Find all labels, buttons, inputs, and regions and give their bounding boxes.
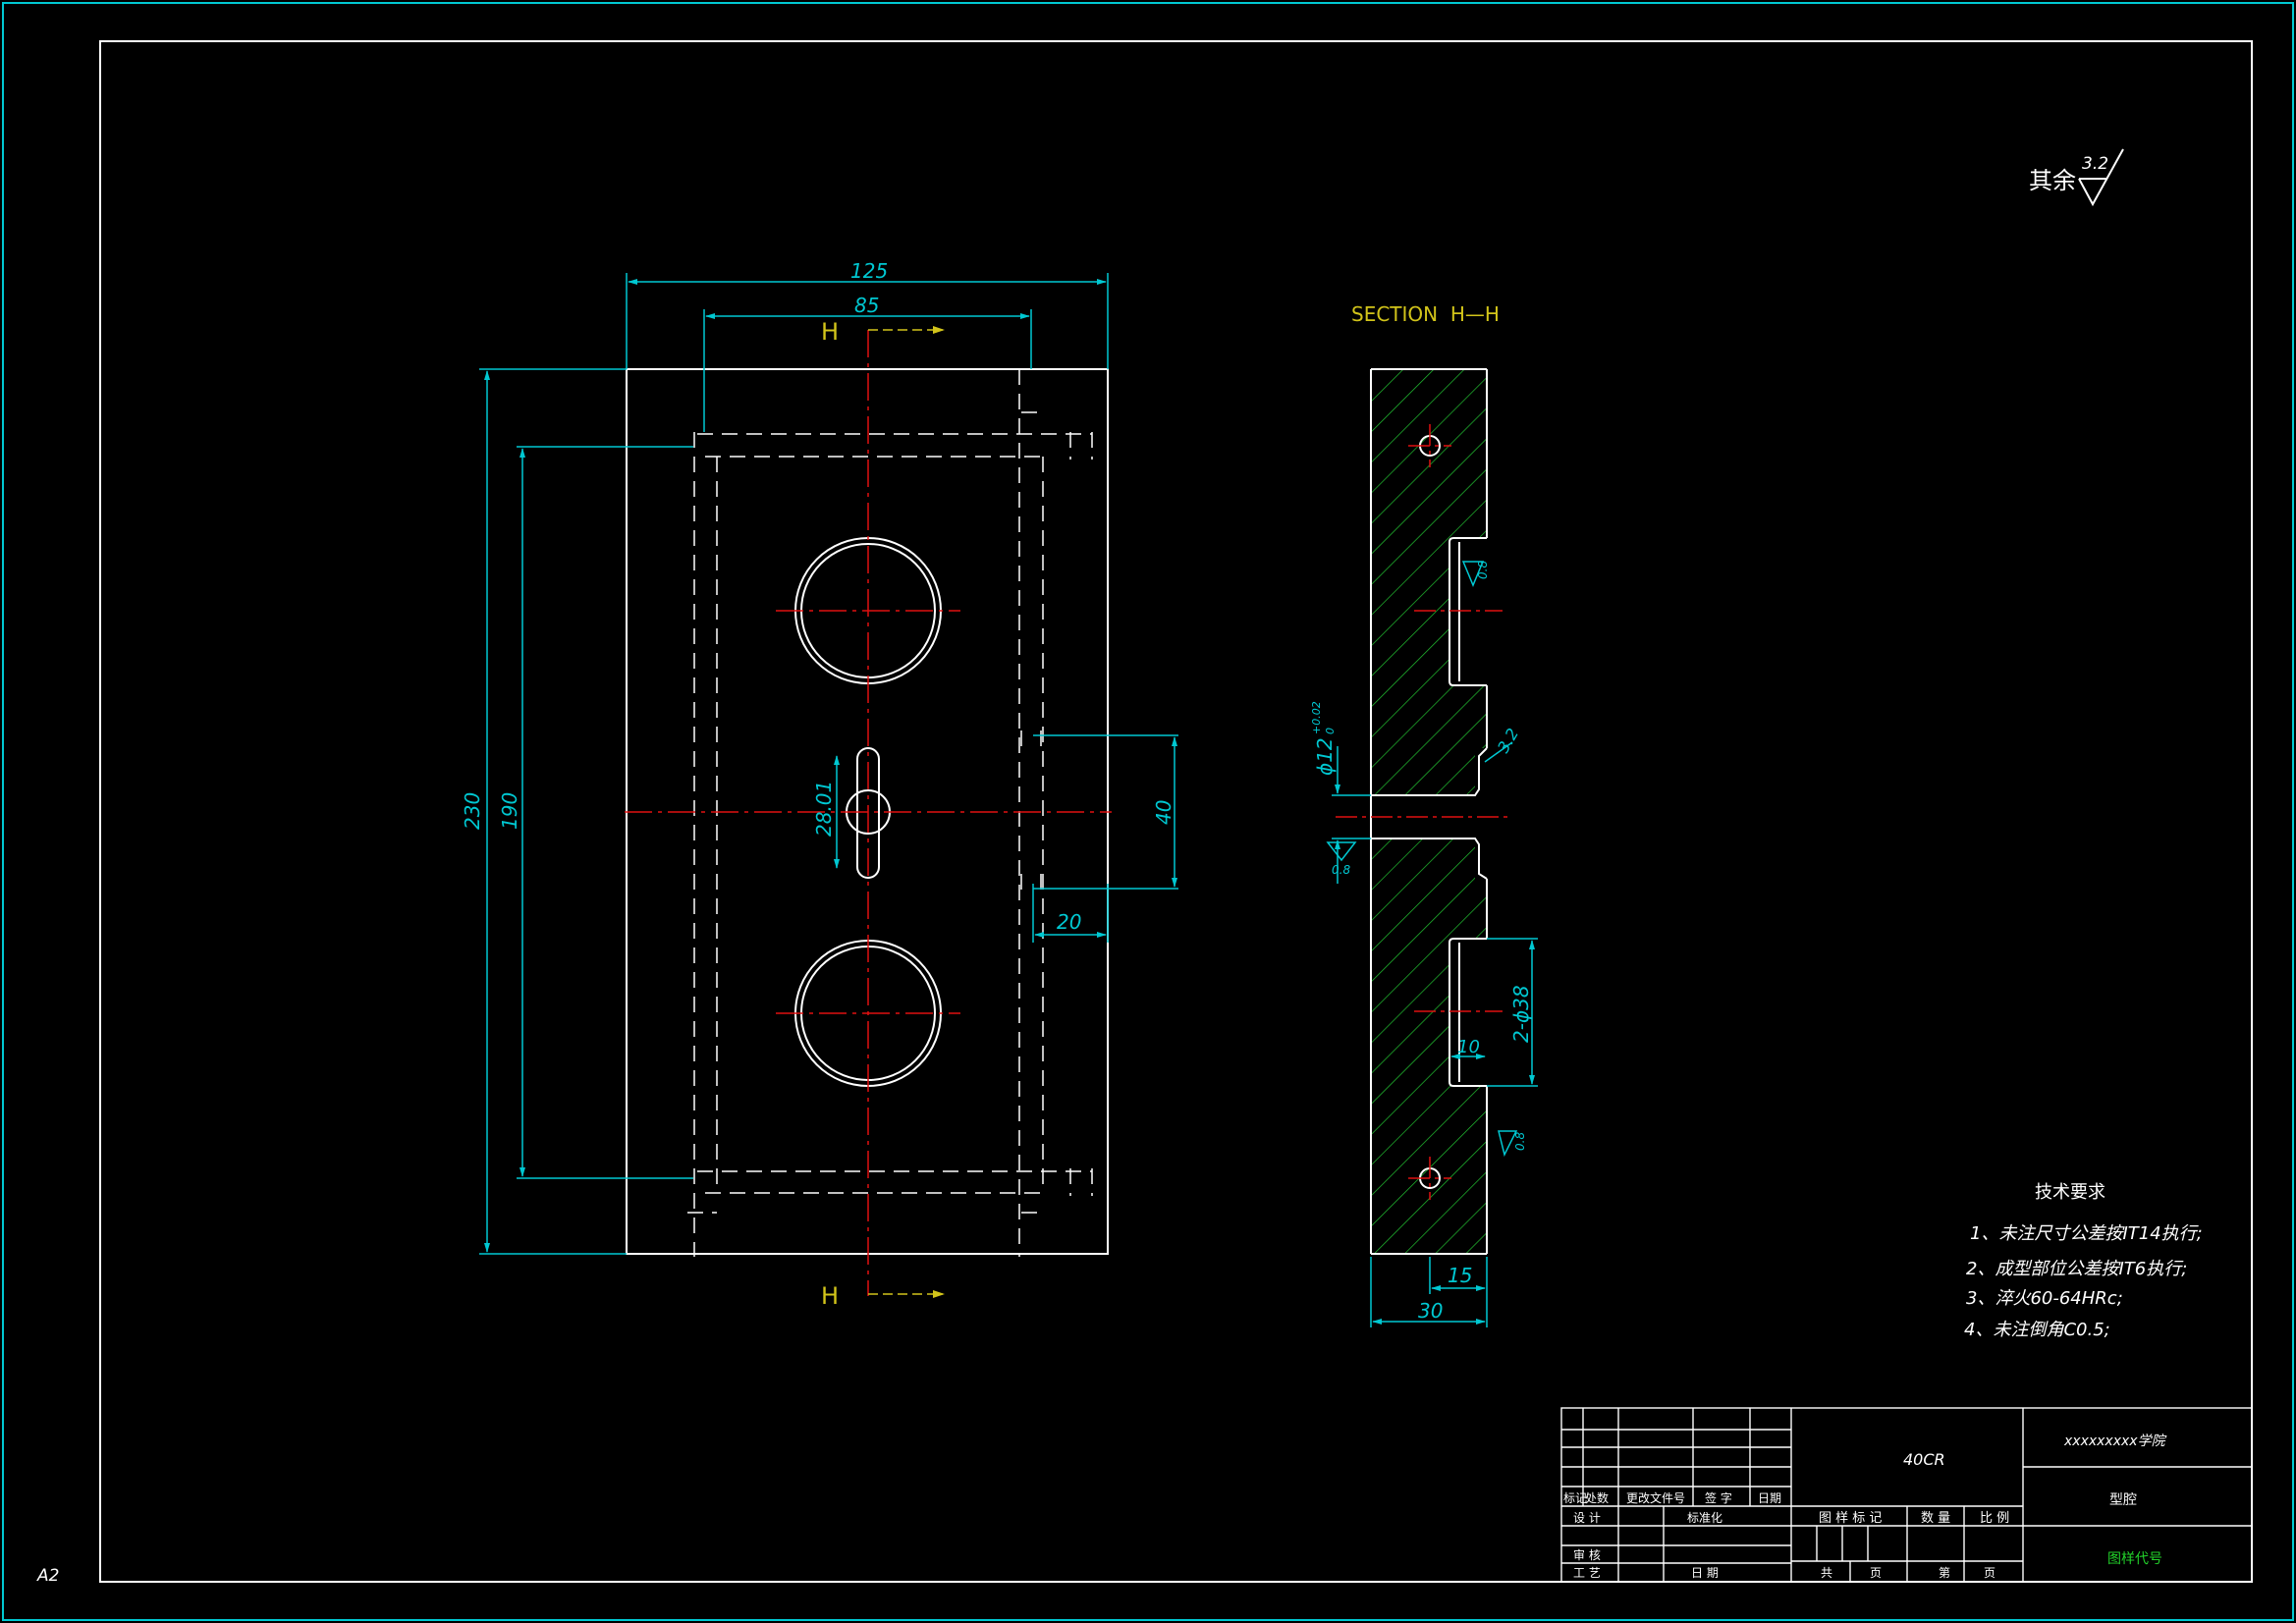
section-dimensions <box>1332 741 1538 1327</box>
dim-thickness: 30 <box>1418 1299 1443 1323</box>
tech-req-item-3: 3、淬火60-64HRc; <box>1966 1288 2123 1309</box>
tech-req-item-1: 1、未注尺寸公差按IT14执行; <box>1970 1223 2203 1244</box>
tech-req-item-4: 4、未注倒角C0.5; <box>1964 1320 2110 1340</box>
section-outline <box>1370 368 1488 1255</box>
inner-frame <box>99 40 2253 1583</box>
roughness-triangle-icon <box>1498 1130 1518 1158</box>
rev-header-sign: 签 字 <box>1705 1490 1732 1505</box>
roughness-symbol-icon <box>2078 148 2124 207</box>
drawing-number-label: 图样代号 <box>2107 1551 2162 1567</box>
tech-req-title: 技术要求 <box>2035 1182 2105 1203</box>
dim-chamfer: 3.2 <box>1494 725 1522 756</box>
section-mark-bottom: H <box>821 1282 839 1310</box>
rev-header-mark: 标记 <box>1563 1491 1587 1505</box>
roughness-mark-3-value: 0.8 <box>1513 1132 1527 1151</box>
sheet-total-label: 共 <box>1821 1566 1832 1580</box>
dim-width-inner: 85 <box>854 294 879 317</box>
role-review: 审 核 <box>1573 1547 1601 1562</box>
stage-header-scale: 比 例 <box>1980 1511 2009 1526</box>
section-body-hatch <box>1371 369 1487 1254</box>
center-slot <box>856 747 880 879</box>
rev-header-count: 处数 <box>1585 1490 1609 1505</box>
dim-center-hole: 28.01 <box>812 781 836 837</box>
rev-header-docno: 更改文件号 <box>1626 1490 1685 1505</box>
roughness-mark-2-value: 0.8 <box>1332 863 1350 877</box>
dim-pin-tol-upper: +0.02 <box>1310 701 1323 734</box>
roughness-mark-2: 0.8 <box>1326 841 1357 877</box>
hidden-lines <box>687 368 1093 1257</box>
title-block-text: 40CR xxxxxxxxx学院 型腔 图样代号 标记 处数 更改文件号 签 字… <box>1563 1434 2167 1580</box>
dim-height-inner: 190 <box>498 792 521 830</box>
dim-pin: ϕ12 <box>1313 737 1337 776</box>
section-cut-markers: H H <box>821 318 945 1310</box>
roughness-mark-1-value: 0.8 <box>1476 561 1490 579</box>
dim-depth-15: 15 <box>1448 1264 1472 1287</box>
front-centerlines <box>625 330 1112 1296</box>
role-standard: 标准化 <box>1687 1511 1722 1525</box>
stage-header-mark: 图 样 标 记 <box>1819 1511 1882 1526</box>
roughness-mark-1: 0.8 <box>1461 561 1490 587</box>
role-date: 日 期 <box>1691 1566 1719 1580</box>
section-title: SECTION H—H <box>1351 302 1500 326</box>
section-centerlines <box>1336 424 1512 1200</box>
roughness-triangle-icon <box>1461 561 1485 587</box>
roughness-value: 3.2 <box>2082 154 2108 174</box>
school-label: xxxxxxxxx学院 <box>2063 1434 2167 1449</box>
front-view: H H 125 85 230 190 28 <box>461 259 1178 1310</box>
dim-width-overall: 125 <box>850 259 888 283</box>
roughness-note: 其余 3.2 <box>2029 148 2124 207</box>
roughness-mark-3: 0.8 <box>1498 1130 1527 1158</box>
dim-pin-tol-lower: 0 <box>1324 728 1337 734</box>
part-name-label: 型腔 <box>2109 1492 2137 1508</box>
title-block <box>1560 1407 2253 1583</box>
roughness-prefix: 其余 <box>2029 167 2076 194</box>
stage-header-qty: 数 量 <box>1921 1511 1950 1526</box>
dim-height-overall: 230 <box>461 792 484 830</box>
role-design: 设 计 <box>1573 1511 1601 1525</box>
dim-offset-20: 20 <box>1057 910 1081 934</box>
dim-bore: 2-ϕ38 <box>1509 985 1533 1043</box>
rev-header-date: 日期 <box>1758 1491 1781 1505</box>
section-view: SECTION H—H <box>1310 302 1538 1327</box>
sheet-index-label: 第 <box>1939 1566 1950 1580</box>
front-dimensions <box>479 273 1178 1255</box>
sheet-index-unit: 页 <box>1984 1566 1995 1580</box>
dim-offset-40: 40 <box>1152 800 1175 825</box>
role-process: 工 艺 <box>1573 1566 1601 1580</box>
section-mark-top: H <box>821 318 839 346</box>
dim-depth-10: 10 <box>1457 1037 1480 1057</box>
roughness-triangle-icon <box>1326 841 1357 862</box>
tech-req-item-2: 2、成型部位公差按IT6执行; <box>1966 1259 2187 1279</box>
material-label: 40CR <box>1903 1450 1945 1469</box>
sheet-size-label: A2 <box>36 1566 59 1586</box>
tech-requirements: 技术要求 1、未注尺寸公差按IT14执行; 2、成型部位公差按IT6执行; 3、… <box>1964 1182 2203 1340</box>
sheet-total-unit: 页 <box>1870 1566 1882 1580</box>
